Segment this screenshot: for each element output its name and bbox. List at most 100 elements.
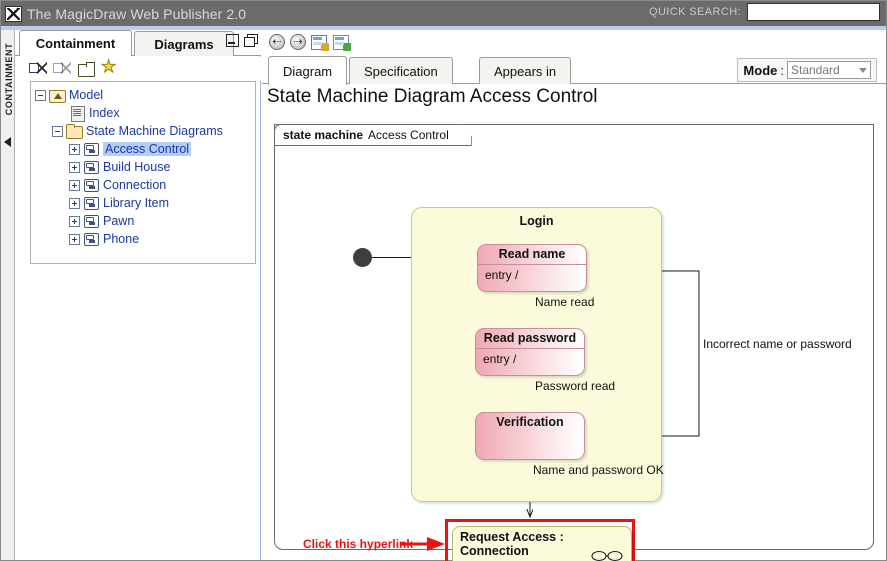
- tree-item-model[interactable]: Model: [31, 86, 255, 104]
- open-folder-icon[interactable]: [77, 61, 95, 77]
- frame-header: state machine Access Control: [274, 124, 472, 146]
- tab-containment-label: Containment: [35, 36, 116, 51]
- frame-keyword: state machine: [283, 128, 364, 142]
- state-machine-icon: [83, 160, 99, 174]
- page-title: State Machine Diagram Access Control: [267, 86, 598, 107]
- expander-plus-icon[interactable]: [69, 197, 80, 209]
- tree-item-access-control-label: Access Control: [103, 142, 192, 156]
- tab-diagrams-label: Diagrams: [154, 36, 214, 52]
- folder-icon: [66, 124, 83, 139]
- document-icon: [69, 106, 85, 122]
- quick-search-group: QUICK SEARCH:: [649, 3, 880, 21]
- tab-specification[interactable]: Specification: [349, 57, 453, 84]
- quick-search-input[interactable]: [747, 3, 880, 21]
- submachine-icon: [591, 550, 623, 561]
- tree-item-build-house[interactable]: Build House: [31, 158, 255, 176]
- mode-label: Mode: [743, 62, 778, 78]
- mode-select[interactable]: Standard: [787, 61, 871, 79]
- state-verification[interactable]: Verification: [475, 412, 585, 460]
- tree-item-index[interactable]: Index: [31, 104, 255, 122]
- state-read-password-label: Read password: [483, 331, 577, 345]
- panel-window-buttons: [226, 34, 258, 47]
- tab-diagram[interactable]: Diagram: [268, 56, 348, 85]
- state-verification-label: Verification: [496, 415, 564, 429]
- tree-item-state-machine-diagrams[interactable]: State Machine Diagrams: [31, 122, 255, 140]
- tree-item-library-item-label: Library Item: [103, 196, 169, 210]
- tree-item-state-machine-diagrams-label: State Machine Diagrams: [86, 124, 223, 138]
- containment-tree[interactable]: Model Index State Machine Diagrams Acces…: [30, 81, 256, 264]
- expander-plus-icon[interactable]: [69, 179, 80, 191]
- back-arrow-icon[interactable]: ⇠: [269, 34, 285, 50]
- state-read-name-label: Read name: [498, 247, 566, 261]
- tree-item-model-label: Model: [69, 88, 104, 102]
- tab-specification-label: Specification: [364, 63, 438, 79]
- forward-arrow-icon[interactable]: ⇢: [290, 34, 306, 50]
- tab-containment[interactable]: Containment: [19, 30, 132, 56]
- containment-rail[interactable]: CONTAINMENT: [1, 30, 15, 560]
- export-document-icon[interactable]: [333, 34, 351, 51]
- state-separator: [476, 348, 584, 349]
- tree-item-connection[interactable]: Connection: [31, 176, 255, 194]
- tree-item-pawn[interactable]: Pawn: [31, 212, 255, 230]
- transition-label-name-read: Name read: [535, 295, 595, 309]
- expander-plus-icon[interactable]: [69, 143, 80, 155]
- show-properties-icon[interactable]: [311, 34, 329, 51]
- tab-diagrams[interactable]: Diagrams: [134, 31, 234, 56]
- tree-item-library-item[interactable]: Library Item: [31, 194, 255, 212]
- tab-appears-in[interactable]: Appears in: [479, 57, 572, 84]
- magicdraw-logo-icon: [5, 5, 22, 22]
- composite-state-login-label: Login: [519, 214, 554, 228]
- state-machine-icon: [83, 178, 99, 192]
- mode-select-value: Standard: [791, 63, 840, 77]
- tree-item-pawn-label: Pawn: [103, 214, 135, 228]
- expander-plus-icon[interactable]: [69, 161, 80, 173]
- expander-minus-icon[interactable]: [35, 89, 46, 101]
- transition-label-incorrect-name-or-password: Incorrect name or password: [703, 337, 852, 351]
- minimize-icon[interactable]: [226, 34, 239, 47]
- collapse-all-icon[interactable]: [29, 61, 47, 77]
- transition-label-password-read: Password read: [535, 379, 616, 393]
- submachine-state-request-access[interactable]: Request Access : Connection: [452, 526, 632, 561]
- tree-item-build-house-label: Build House: [103, 160, 171, 174]
- state-read-name[interactable]: Read name entry /: [477, 244, 587, 292]
- tree-toolbar: [15, 57, 261, 81]
- mode-control: Mode : Standard: [737, 58, 877, 82]
- submachine-highlight: Request Access : Connection: [445, 519, 635, 561]
- diagram-tabstrip: Diagram Specification Appears in Mode : …: [262, 54, 886, 85]
- expander-minus-icon[interactable]: [52, 125, 63, 137]
- transition-label-name-and-password-ok: Name and password OK: [533, 463, 664, 477]
- collapse-triangle-icon[interactable]: [4, 137, 11, 147]
- containment-rail-label: CONTAINMENT: [4, 42, 14, 116]
- tree-item-connection-label: Connection: [103, 178, 167, 192]
- favorites-star-icon[interactable]: [101, 59, 119, 77]
- annotation-text: Click this hyperlink: [303, 537, 414, 551]
- left-panel: Containment Diagrams Model: [15, 30, 261, 560]
- restore-icon[interactable]: [244, 34, 258, 47]
- tree-item-access-control[interactable]: Access Control: [31, 140, 255, 158]
- model-icon: [49, 88, 66, 103]
- left-panel-tabstrip: Containment Diagrams: [15, 30, 261, 56]
- state-machine-icon: [83, 214, 99, 228]
- frame-name: Access Control: [368, 128, 449, 142]
- state-read-name-entry: entry /: [485, 268, 519, 282]
- state-machine-icon: [83, 232, 99, 246]
- tab-diagram-label: Diagram: [283, 63, 333, 79]
- state-machine-icon: [83, 142, 99, 156]
- chevron-down-icon: [859, 67, 867, 73]
- mode-separator: :: [780, 62, 784, 78]
- expand-all-icon[interactable]: [53, 61, 71, 77]
- submachine-state-label: Request Access : Connection: [460, 530, 564, 558]
- expander-plus-icon[interactable]: [69, 215, 80, 227]
- tab-appears-in-label: Appears in: [494, 63, 557, 79]
- title-bar: The MagicDraw Web Publisher 2.0 QUICK SE…: [1, 1, 886, 26]
- window-title: The MagicDraw Web Publisher 2.0: [27, 5, 247, 22]
- right-panel: ⇠ ⇢ Diagram Specification Appears in Mod…: [262, 30, 886, 561]
- tree-item-phone-label: Phone: [103, 232, 140, 246]
- annotation-arrow-icon: [401, 537, 445, 551]
- tree-item-phone[interactable]: Phone: [31, 230, 255, 248]
- expander-plus-icon[interactable]: [69, 233, 80, 245]
- state-read-password-entry: entry /: [483, 352, 517, 366]
- tree-item-index-label: Index: [89, 106, 120, 120]
- state-read-password[interactable]: Read password entry /: [475, 328, 585, 376]
